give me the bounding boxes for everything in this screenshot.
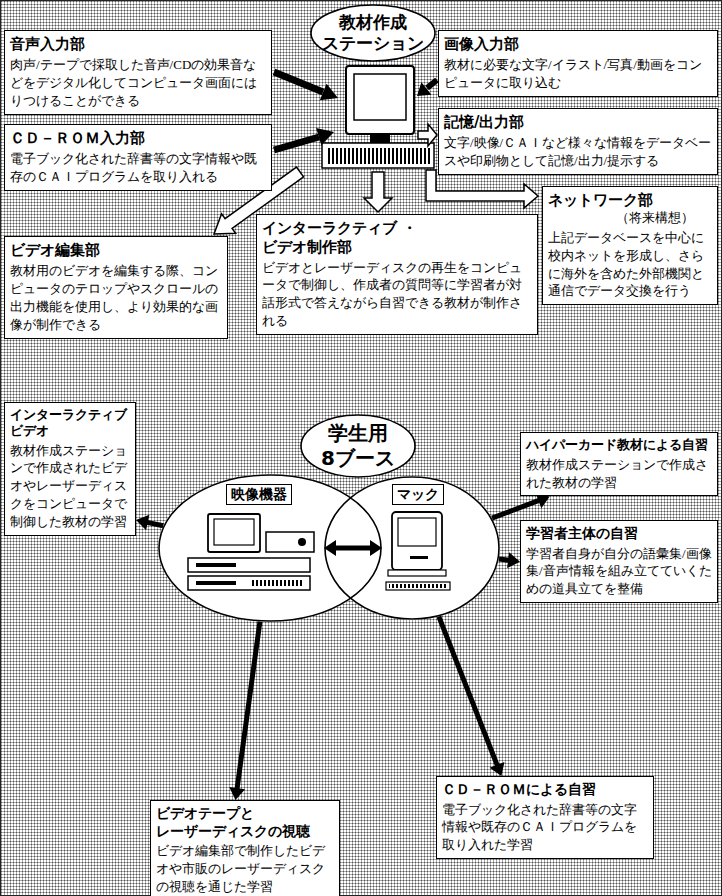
connector [439, 617, 505, 776]
box-note: （将来構想） [548, 210, 712, 227]
keyboard-keys [326, 148, 430, 164]
box-heading: ビデオテープと レーザーディスクの視聴 [156, 805, 334, 840]
tv-screen [214, 519, 254, 545]
box-heading: インターラクティブ ・ビデオ制作部 [262, 219, 427, 257]
box-heading: 学習者主体の自習 [526, 525, 712, 543]
input-arrow [427, 80, 437, 88]
circle-label: 映像機器 [226, 484, 292, 505]
text-box: インターラクティブ ・ビデオ制作部ビデオとレーザーディスクの再生をコンピュータで… [256, 214, 538, 335]
circle-node: 映像機器 [158, 474, 382, 622]
laserdisc-player [266, 532, 314, 552]
box-body: 肉声/テープで採取した音声/CDの効果音などをデジタル化してコンピュータ画面には… [10, 56, 266, 110]
connector-line [237, 622, 260, 790]
text-box: 学習者主体の自習学習者自身が自分の語彙集/画像集/音声情報を組み立てていくための… [520, 520, 718, 603]
text-box: ビデオ編集部教材用のビデオを編集する際、コンピュータのテロップやスクロールの出力… [4, 236, 228, 339]
keyboard [322, 143, 434, 168]
oval-node: 教材作成 ステーション [310, 4, 436, 62]
box-body: 上記データベースを中心に校内ネットを形成し、さらに海外を含めた外部機関と通信でデ… [548, 229, 712, 301]
arrowhead [136, 515, 149, 531]
tv-monitor [208, 514, 260, 552]
text-box: ネットワーク部（将来構想） 上記データベースを中心に校内ネットを形成し、さらに海外… [542, 186, 718, 305]
box-body: 教材に必要な文字/イラスト/写真/動画をコンピュータに取り込む [444, 56, 712, 92]
connector [499, 552, 520, 568]
circle-label: マック [392, 484, 444, 505]
text-box: 音声入力部肉声/テープで採取した音声/CDの効果音などをデジタル化してコンピュー… [4, 30, 272, 115]
text-box: ハイパーカード教材による自習教材作成ステーションで作成された教材の学習 [520, 432, 718, 496]
box-body: 電子ブック化された辞書等の文字情報や既存のＣＡＩプログラムを取り入れた学習 [442, 801, 648, 855]
ellipse-shape [301, 415, 415, 477]
deck-slot [196, 563, 236, 567]
text-box: インターラクティブ ビデオ教材作成ステーションで作成されたビデオやレーザーディス… [4, 402, 136, 536]
text-box: ＣＤ－ＲＯＭによる自習電子ブック化された辞書等の文字情報や既存のＣＡＩプログラム… [436, 776, 654, 859]
text-box: ＣＤ－ＲＯＭ入力部電子ブック化された辞書等の文字情報や既存のＣＡＩプログラムを取… [4, 124, 272, 191]
input-arrowhead [320, 84, 338, 101]
box-body: 教材用のビデオを編集する際、コンピュータのテロップやスクロールの出力機能を使用し… [10, 262, 222, 334]
box-heading: インターラクティブ ビデオ [10, 407, 130, 440]
arrowhead [490, 762, 505, 776]
connector-line [439, 617, 498, 767]
mac-keys [389, 584, 447, 588]
box-body: ビデオ編集部で制作したビデオや市販のレーザーディスクの視聴を通じた学習 [156, 842, 334, 896]
output-arrow [418, 124, 437, 146]
text-box: ビデオテープと レーザーディスクの視聴ビデオ編集部で制作したビデオや市販のレーザ… [150, 800, 340, 896]
box-heading: ＣＤ－ＲＯＭによる自習 [442, 781, 648, 799]
input-arrowhead [417, 82, 431, 96]
video-deck [188, 576, 310, 590]
connector [136, 515, 163, 531]
ellipse-shape [311, 5, 435, 61]
input-arrowhead [316, 128, 334, 145]
box-body: ビデオとレーザーディスクの再生をコンピュータで制御し、作成者の質問等に学習者が対… [262, 259, 532, 331]
connector-line [146, 522, 163, 526]
monitor-stand [370, 134, 390, 143]
box-heading: ネットワーク部 [548, 191, 712, 210]
ellipse-shape [325, 477, 499, 619]
input-arrow [274, 137, 319, 150]
circle-fill [158, 474, 382, 622]
mac-keyboard [386, 582, 450, 590]
connector [324, 540, 382, 556]
deck-slot [196, 581, 236, 585]
box-heading: ビデオ編集部 [10, 241, 222, 260]
circle-node: マック [324, 476, 500, 620]
monitor [346, 66, 414, 134]
input-arrow [274, 72, 323, 92]
mac-slot [410, 556, 428, 559]
box-body: 電子ブック化された辞書等の文字情報や既存のＣＡＩプログラムを取り入れる [10, 150, 266, 186]
text-box: 画像入力部教材に必要な文字/イラスト/写真/動画をコンピュータに取り込む [438, 30, 718, 97]
mac-screen [398, 518, 436, 546]
video-deck [188, 558, 310, 572]
arrowhead [507, 552, 520, 568]
connector [229, 622, 260, 800]
oval-node: 学生用 8ブース [300, 414, 416, 478]
connector [492, 493, 550, 518]
arrowhead [229, 787, 245, 800]
text-box: 記憶/出力部文字/映像/ＣＡＩなど様々な情報をデータベースや印刷物として記憶/出… [438, 108, 718, 175]
connector-line [492, 500, 540, 518]
circle-fill [324, 476, 500, 620]
box-heading: 記憶/出力部 [444, 113, 712, 132]
box-body: 学習者自身が自分の語彙集/画像集/音声情報を組み立てていくための道具立てを整備 [526, 545, 712, 599]
deck-buttons [250, 580, 302, 586]
box-body: 文字/映像/ＣＡＩなど様々な情報をデータベースや印刷物として記憶/出力/提示する [444, 134, 712, 170]
box-heading: 音声入力部 [10, 35, 266, 54]
box-heading: ハイパーカード教材による自習 [526, 437, 712, 454]
oval-title: 学生用 8ブース [300, 421, 416, 471]
connector-line [334, 546, 372, 551]
output-arrow [426, 170, 538, 208]
box-heading: 画像入力部 [444, 35, 712, 54]
box-body: 教材作成ステーションで作成されたビデオやレーザーディスクをコンピュータで制御した… [10, 442, 130, 532]
mac-body [392, 512, 442, 570]
player-knob [298, 538, 306, 546]
output-arrow [364, 172, 392, 212]
oval-title: 教材作成 ステーション [310, 12, 436, 55]
ellipse-shape [159, 475, 381, 621]
monitor-screen [354, 74, 406, 120]
box-body: 教材作成ステーションで作成された教材の学習 [526, 456, 712, 492]
mac-base [388, 570, 446, 576]
box-heading: ＣＤ－ＲＯＭ入力部 [10, 129, 266, 148]
